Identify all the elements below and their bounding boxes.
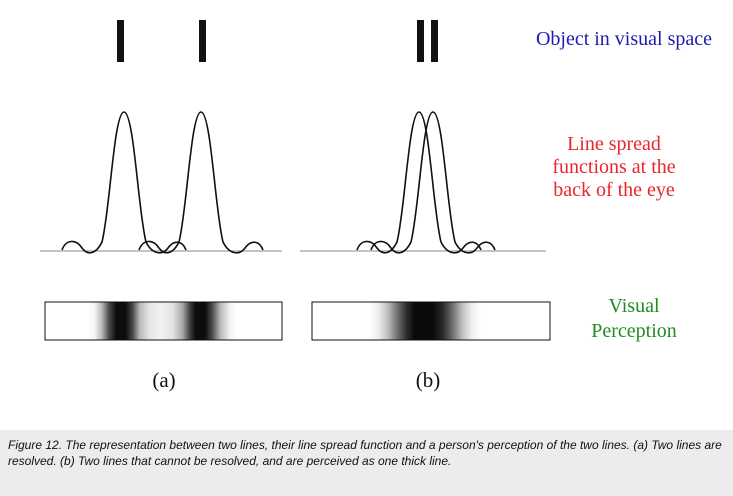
lsf-curve-b-left [356, 111, 482, 254]
object-line-a-right [199, 20, 206, 62]
lsf-curve-a-left [61, 111, 187, 254]
object-label: Object in visual space [536, 28, 712, 50]
object-line-b-right [431, 20, 438, 62]
perception-label-line1: Visual [608, 295, 659, 317]
figure-caption: Figure 12. The representation between tw… [8, 438, 722, 468]
caption-box: Figure 12. The representation between tw… [0, 430, 733, 496]
diagram: (a) (b) Object in visual space Line spre… [40, 20, 713, 392]
lsf-label-line2: functions at the [552, 156, 675, 178]
lsf-curve-b-right [370, 111, 496, 254]
lsf-curve-a-right [138, 111, 264, 254]
object-line-b-left [417, 20, 424, 62]
panel-label-a: (a) [152, 368, 175, 392]
object-line-a-left [117, 20, 124, 62]
perception-label-line2: Perception [591, 320, 677, 342]
lsf-label-line1: Line spread [567, 133, 661, 155]
perception-band-b [311, 301, 551, 341]
lsf-label-line3: back of the eye [553, 179, 675, 201]
perception-band-a [44, 301, 283, 341]
panel-label-b: (b) [416, 368, 441, 392]
